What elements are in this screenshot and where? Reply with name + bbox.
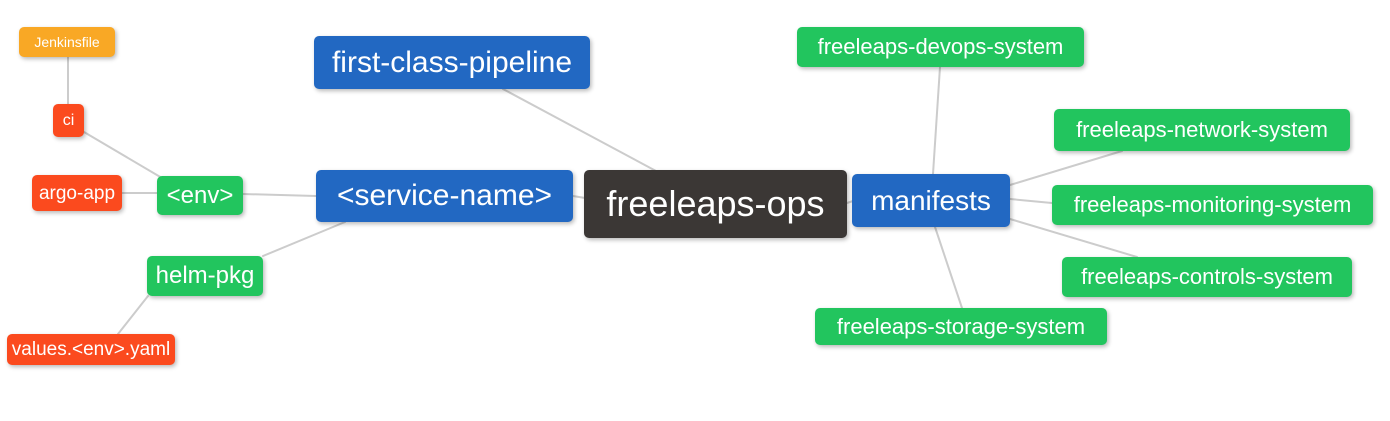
node-storage-system[interactable]: freeleaps-storage-system xyxy=(815,308,1107,345)
node-controls-system[interactable]: freeleaps-controls-system xyxy=(1062,257,1352,297)
edge-manifests-monitoring xyxy=(1009,198,1053,204)
edge-manifests-controls xyxy=(1009,218,1138,258)
node-monitoring-system[interactable]: freeleaps-monitoring-system xyxy=(1052,185,1373,225)
node-env[interactable]: <env> xyxy=(157,176,243,215)
edge-ci-env xyxy=(83,131,163,179)
edge-service-name-root xyxy=(572,195,586,199)
node-ci[interactable]: ci xyxy=(53,104,84,137)
edge-manifests-storage xyxy=(934,226,963,309)
node-freeleaps-ops-root[interactable]: freeleaps-ops xyxy=(584,170,847,238)
node-helm-pkg[interactable]: helm-pkg xyxy=(147,256,263,296)
edge-manifests-network xyxy=(1009,150,1123,186)
node-jenkinsfile[interactable]: Jenkinsfile xyxy=(19,27,115,57)
edge-helm-pkg-values xyxy=(117,295,149,335)
node-argo-app[interactable]: argo-app xyxy=(32,175,122,211)
node-manifests[interactable]: manifests xyxy=(852,174,1010,227)
node-values-env-yaml[interactable]: values.<env>.yaml xyxy=(7,334,175,365)
node-network-system[interactable]: freeleaps-network-system xyxy=(1054,109,1350,151)
edge-devops-manifests xyxy=(932,66,941,175)
node-service-name[interactable]: <service-name> xyxy=(316,170,573,222)
node-first-class-pipeline[interactable]: first-class-pipeline xyxy=(314,36,590,89)
edge-pipeline-root xyxy=(502,88,657,172)
edge-env-service-name xyxy=(242,193,317,197)
edge-service-name-helm-pkg xyxy=(262,221,346,257)
node-devops-system[interactable]: freeleaps-devops-system xyxy=(797,27,1084,67)
